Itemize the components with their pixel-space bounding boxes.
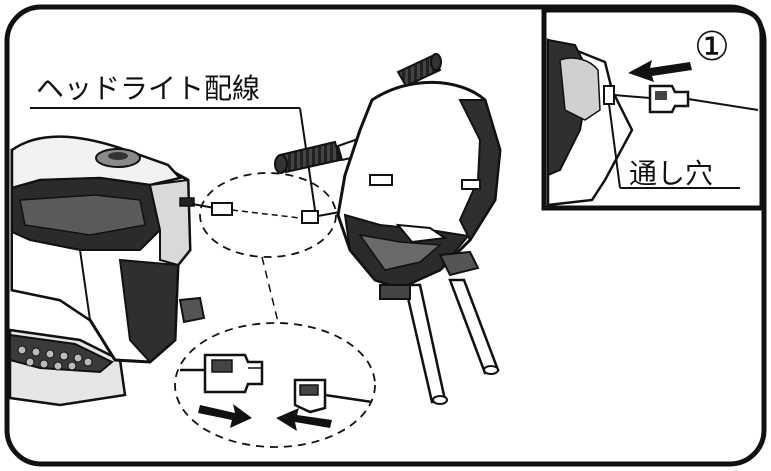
through-hole-label: 通し穴: [629, 157, 713, 190]
hole-leader-line: [608, 103, 621, 189]
connector-magnified-view: [174, 322, 376, 448]
headlight-wiring-label: ヘッドライト配線: [36, 72, 260, 105]
handlebar-assembly: [274, 53, 502, 405]
connector-joint-detail: [191, 172, 341, 258]
male-connector-small: [211, 202, 233, 216]
arrow-left-icon: [276, 408, 332, 431]
through-hole: [603, 85, 615, 105]
inset-detail-panel: 通し穴 ①: [541, 7, 765, 211]
headlight-wiring-callout: ヘッドライト配線: [30, 72, 316, 211]
female-connector-small: [301, 210, 319, 224]
vehicle-body: [8, 135, 206, 407]
arrow-right-icon: [198, 404, 252, 428]
step-number: ①: [694, 24, 730, 70]
right-grip: [396, 54, 442, 88]
magnify-guide-line: [261, 256, 281, 331]
insert-arrow-icon: [628, 60, 692, 82]
